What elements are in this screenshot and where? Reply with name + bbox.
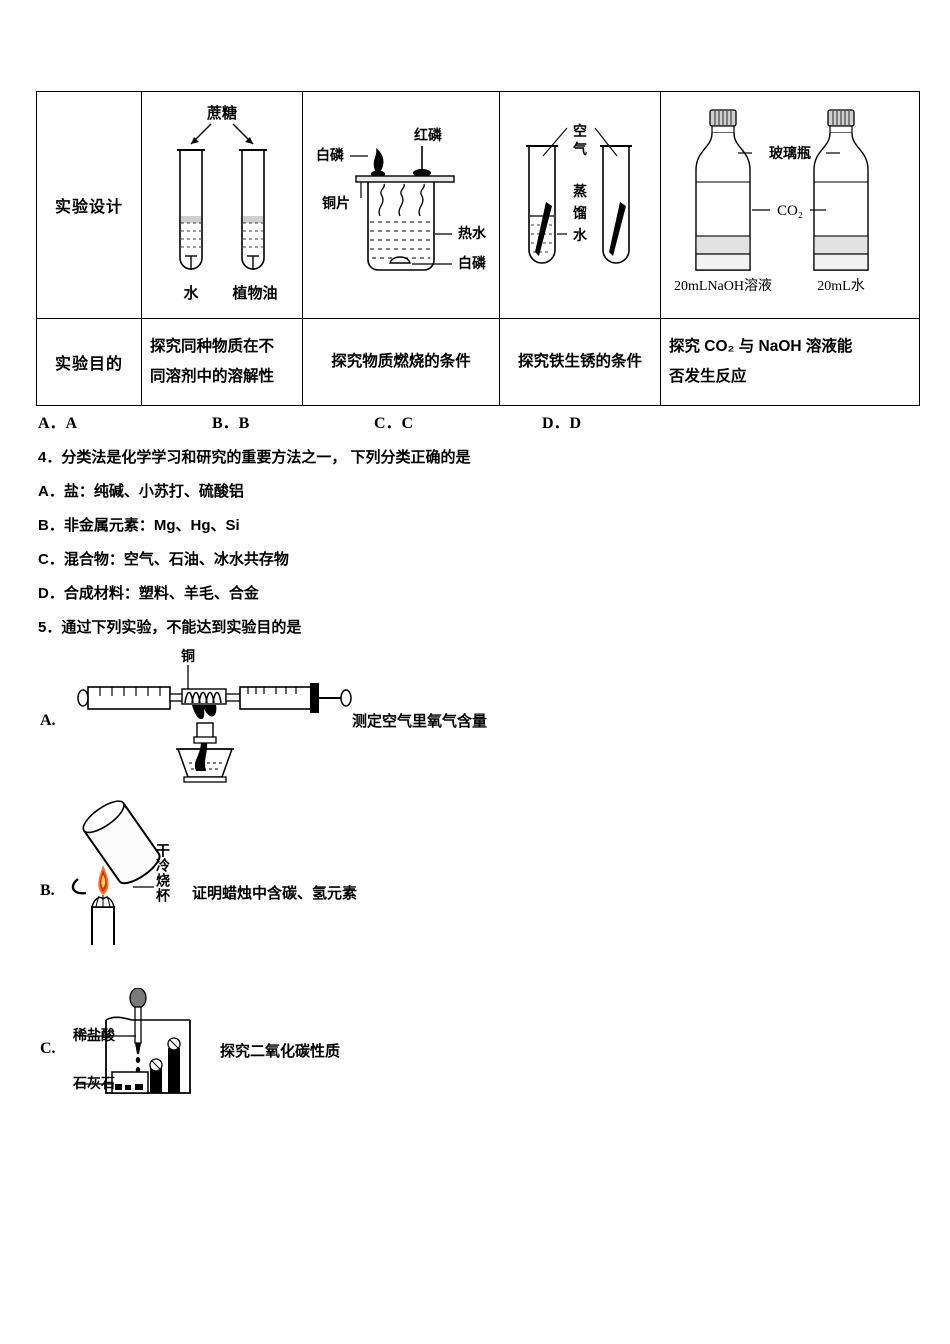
choices-row: A．A B．B C．C D．D	[38, 409, 918, 435]
cell-purpose-d: 探究 CO₂ 与 NaOH 溶液能 否发生反应	[660, 318, 920, 406]
label-limestone: 石灰石	[73, 1075, 115, 1091]
purpose-a-line1: 探究同种物质在不	[150, 338, 275, 355]
label-sucrose: 蔗糖	[206, 104, 237, 122]
question5-option-a-letter[interactable]: A.	[40, 712, 56, 729]
question5-option-a-caption: 测定空气里氧气含量	[352, 713, 488, 730]
label-glass-bottle: 玻璃瓶	[769, 145, 811, 161]
iron-rusting-figure: 空 气	[526, 123, 632, 264]
question4-option-b[interactable]: B．非金属元素：Mg、Hg、Si	[38, 517, 240, 534]
table-row-purpose: 实验目的 探究同种物质在不 同溶剂中的溶解性 探究物质燃烧的条件 探究铁生锈的条…	[36, 318, 920, 406]
question4-option-d[interactable]: D．合成材料：塑料、羊毛、合金	[38, 585, 259, 602]
co2-naoh-bottles-figure: 玻璃瓶 CO₂ 20mLNaOH溶液 20mL水	[674, 108, 869, 294]
experiment-comparison-table: 实验设计 蔗糖	[36, 91, 920, 406]
question5-option-b-letter[interactable]: B.	[40, 882, 55, 899]
label-air-char2: 气	[572, 141, 587, 157]
purpose-a-line2: 同溶剂中的溶解性	[150, 368, 275, 385]
label-water: 水	[183, 284, 199, 302]
candle-dry-cold-beaker-figure	[71, 800, 161, 945]
label-copper-sheet: 铜片	[322, 195, 350, 211]
label-hot-water: 热水	[458, 225, 487, 241]
question4-stem: 4．分类法是化学学习和研究的重要方法之一， 下列分类正确的是	[38, 449, 471, 466]
choice-d[interactable]: D．D	[542, 415, 582, 432]
label-white-phosphorus-bottom: 白磷	[458, 255, 487, 271]
row-header-purpose: 实验目的	[36, 318, 142, 406]
choice-a[interactable]: A．A	[38, 415, 78, 432]
cell-design-b: 红磷 白磷 铜片	[302, 91, 500, 319]
question5-stem: 5．通过下列实验，不能达到实验目的是	[38, 619, 302, 636]
test-tube-dry	[600, 144, 632, 264]
purpose-b-text: 探究物质燃烧的条件	[331, 353, 471, 370]
cell-design-a: 蔗糖	[141, 91, 303, 319]
label-air-char1: 空	[573, 123, 587, 139]
row-header-design: 实验设计	[36, 91, 142, 319]
question4-option-c[interactable]: C．混合物：空气、石油、冰水共存物	[38, 551, 289, 568]
phosphorus-combustion-figure: 红磷 白磷 铜片	[316, 127, 487, 271]
purpose-c-text: 探究铁生锈的条件	[517, 353, 642, 370]
purpose-d-text: 探究 CO₂ 与 NaOH 溶液能 否发生反应	[661, 332, 919, 392]
label-copper: 铜	[181, 648, 195, 664]
beaker-shape	[82, 800, 161, 885]
choice-b[interactable]: B．B	[212, 415, 250, 432]
question5-option-b-caption: 证明蜡烛中含碳、氢元素	[192, 885, 358, 902]
label-dry-cold-beaker: 干冷烧杯	[155, 843, 171, 903]
label-distilled-water-char2: 馏	[572, 205, 587, 221]
sucrose-two-test-tubes-figure: 蔗糖	[177, 104, 278, 302]
twin-syringe-copper-heating-figure: 铜	[77, 648, 352, 783]
label-co2: CO₂	[777, 203, 803, 219]
purpose-d-line2: 否发生反应	[669, 368, 747, 385]
cell-purpose-c: 探究铁生锈的条件	[499, 318, 661, 406]
limestone-hcl-beaker-figure	[76, 988, 191, 1094]
cell-purpose-a: 探究同种物质在不 同溶剂中的溶解性	[141, 318, 303, 406]
cell-design-d: 玻璃瓶 CO₂ 20mLNaOH溶液 20mL水	[660, 91, 920, 319]
purpose-d-line1: 探究 CO₂ 与 NaOH 溶液能	[669, 338, 853, 355]
table-row-design: 实验设计 蔗糖	[36, 91, 920, 319]
bottle-naoh	[695, 108, 751, 271]
label-white-phosphorus-top: 白磷	[316, 147, 345, 163]
label-red-phosphorus: 红磷	[414, 127, 443, 143]
label-water-volume: 20mL水	[817, 278, 864, 294]
question5-option-c-caption: 探究二氧化碳性质	[220, 1043, 341, 1060]
choice-c[interactable]: C．C	[374, 415, 414, 432]
label-naoh-volume: 20mLNaOH溶液	[674, 278, 772, 294]
label-distilled-water-char3: 水	[573, 227, 588, 243]
question5-option-c-letter[interactable]: C.	[40, 1040, 56, 1057]
purpose-a-text: 探究同种物质在不 同溶剂中的溶解性	[142, 332, 302, 392]
label-dilute-hcl: 稀盐酸	[73, 1027, 115, 1043]
cell-design-c: 空 气	[499, 91, 661, 319]
question4-option-a[interactable]: A．盐：纯碱、小苏打、硫酸铝	[38, 483, 244, 500]
label-distilled-water-char1: 蒸	[573, 183, 587, 199]
test-tube-with-water	[526, 144, 558, 264]
cell-purpose-b: 探究物质燃烧的条件	[302, 318, 500, 406]
label-vegetable-oil: 植物油	[232, 284, 277, 302]
test-tube-vegetable-oil	[239, 148, 267, 270]
bottle-water	[813, 108, 869, 271]
test-tube-water	[177, 148, 205, 270]
